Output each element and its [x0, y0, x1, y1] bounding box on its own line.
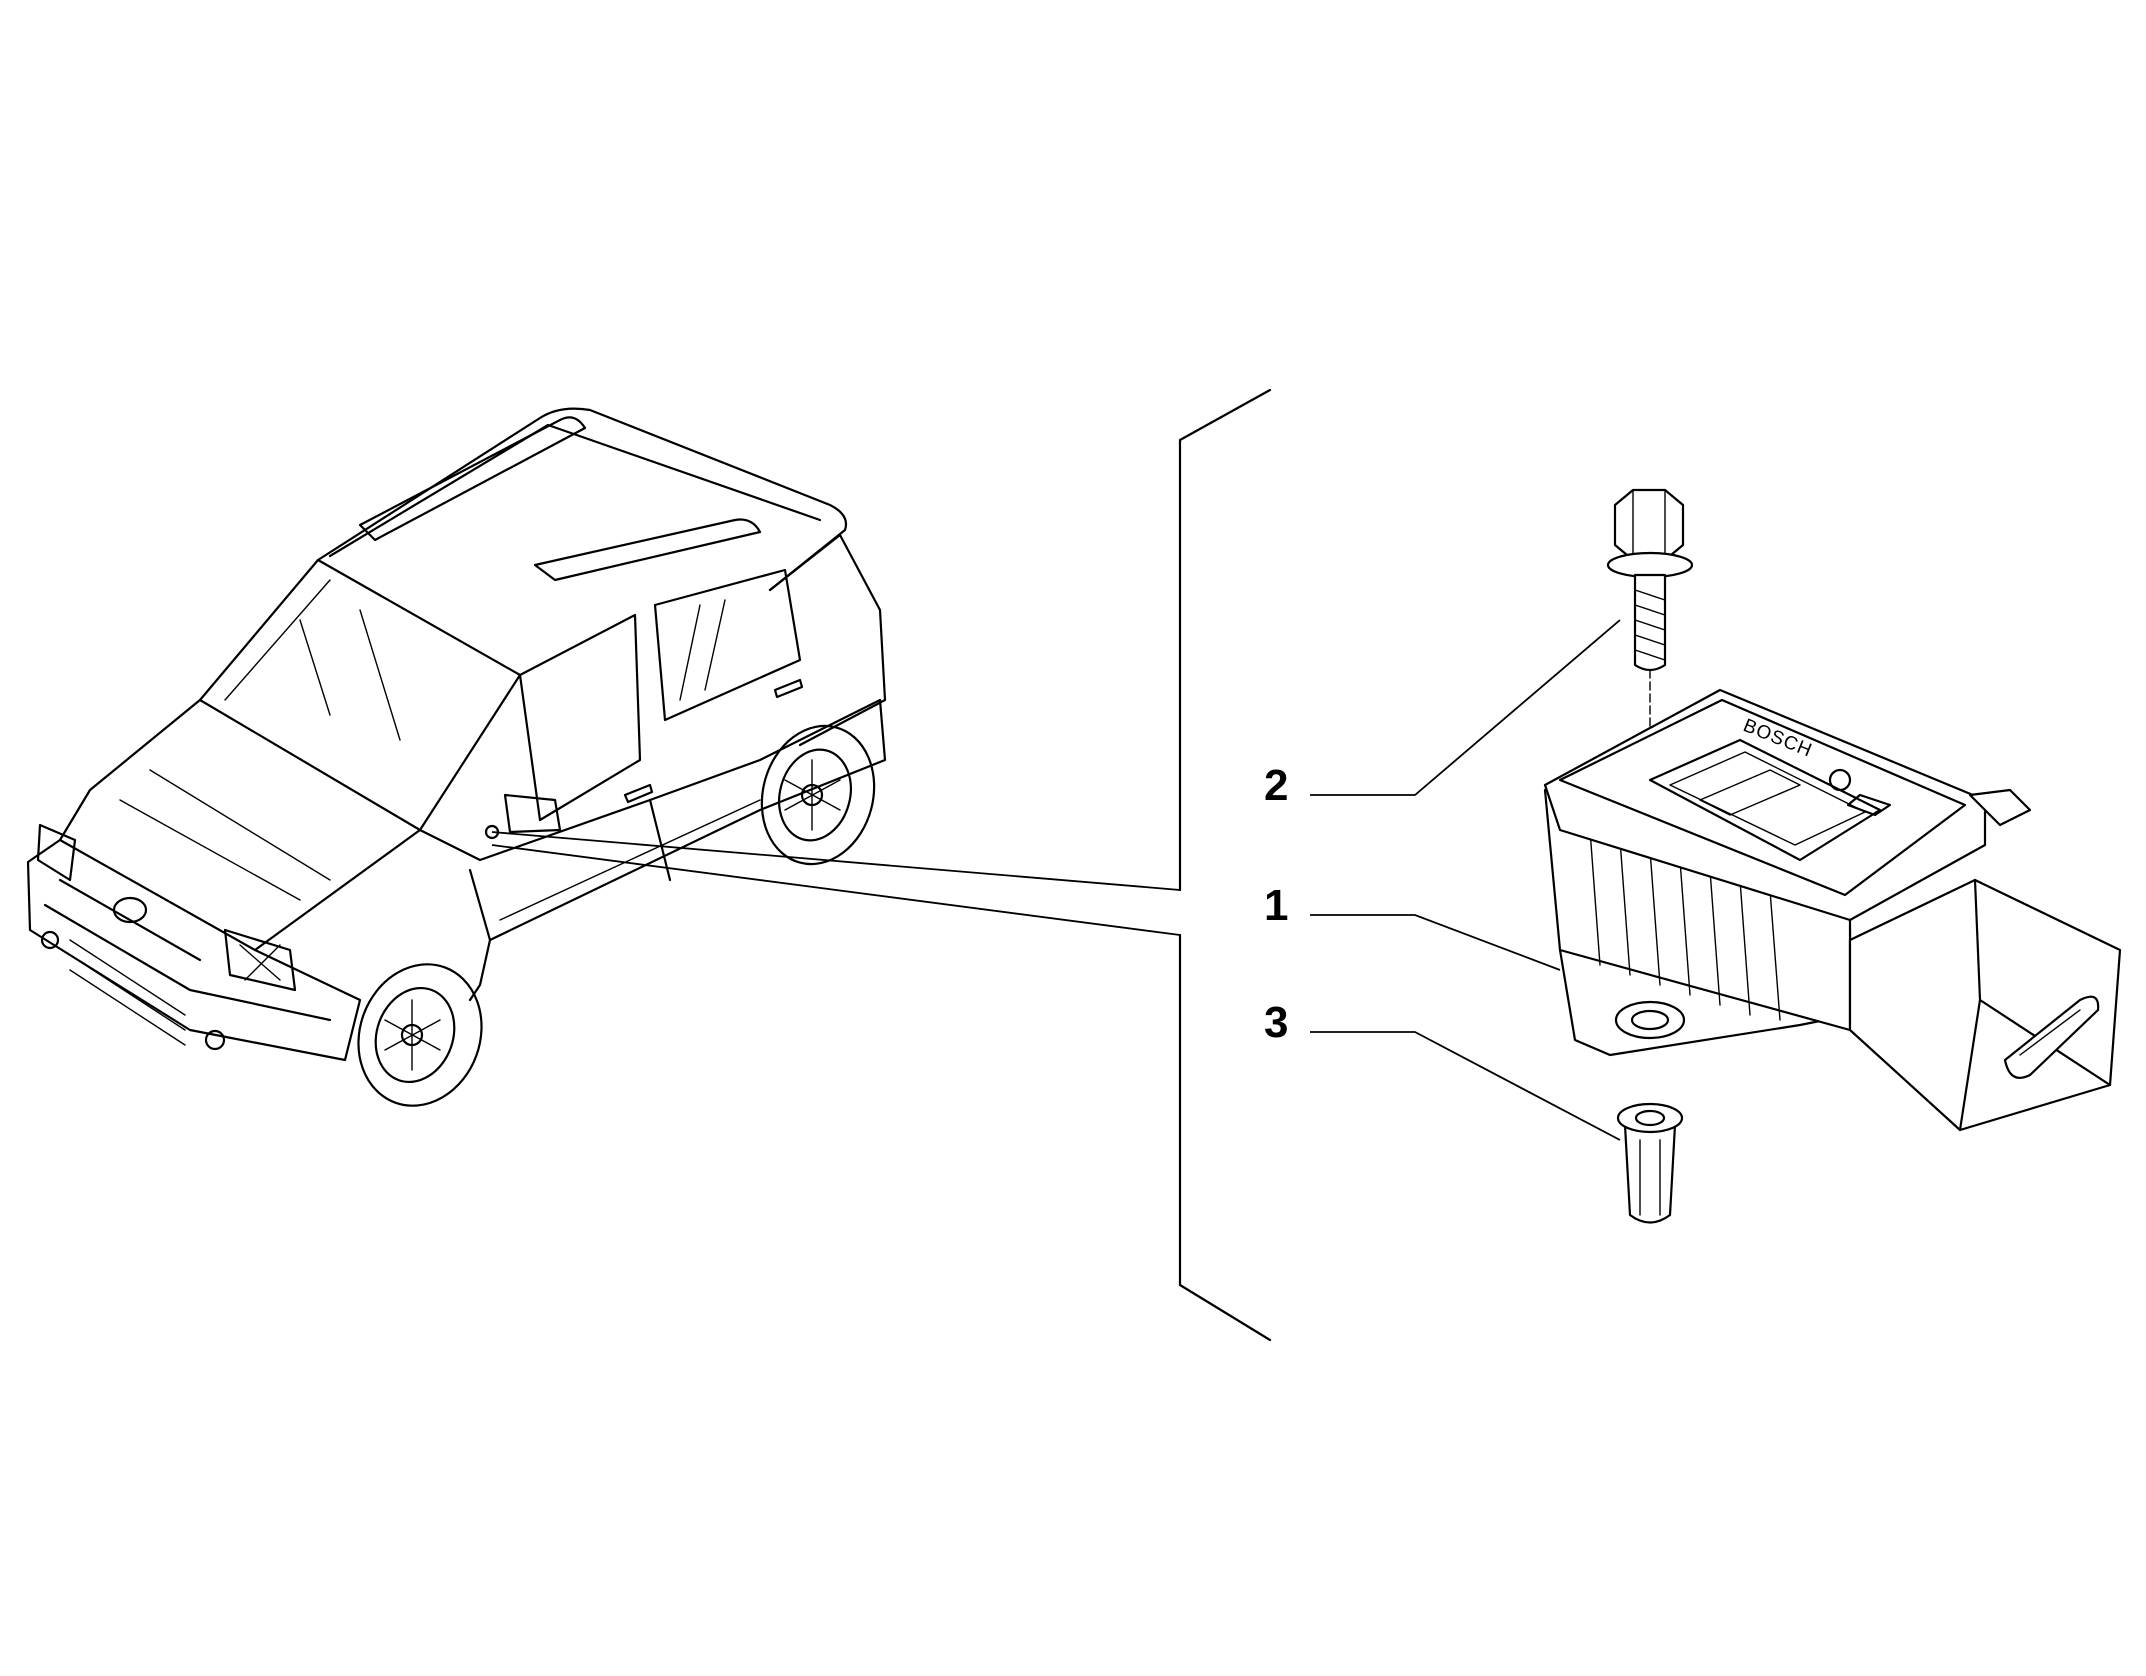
callout-label-1: 1	[1264, 881, 1288, 930]
callout-label-3: 3	[1264, 998, 1288, 1047]
callout-label-2: 2	[1264, 761, 1288, 810]
screw-part	[1606, 488, 1694, 1011]
vehicle-illustration	[26, 407, 887, 1107]
callout-2: 2	[1264, 619, 1621, 810]
sensor-part: BOSCH	[1543, 688, 2122, 1132]
assembly-bracket	[1178, 388, 1272, 1342]
callout-1: 1	[1264, 881, 1561, 971]
sleeve-part	[1616, 1102, 1684, 1224]
location-leader-lines	[491, 831, 1181, 936]
callout-3: 3	[1264, 998, 1621, 1141]
